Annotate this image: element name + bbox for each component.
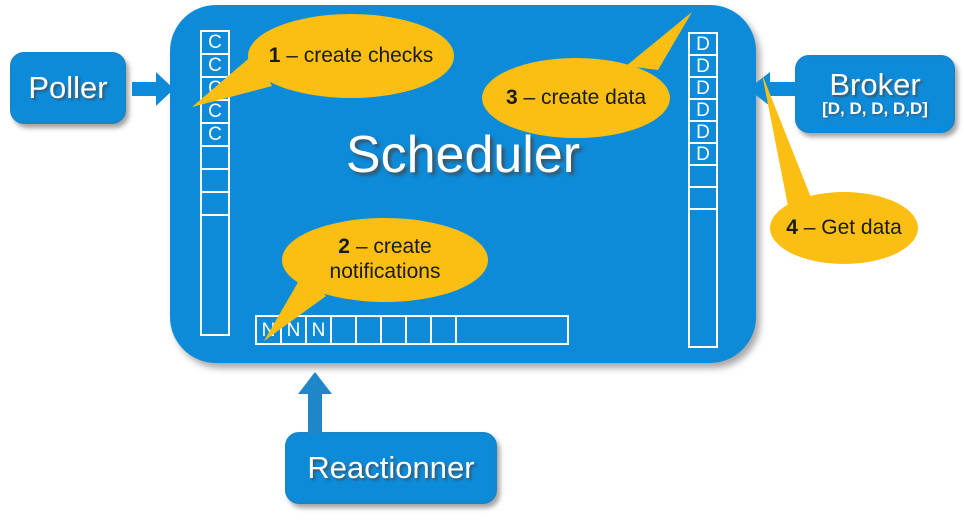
reactionner-node[interactable]: Reactionner <box>285 432 497 504</box>
callout-number-2: 2 <box>338 235 350 259</box>
notifications-queue-cell <box>405 315 432 345</box>
callout-text-2: – create notifications <box>329 235 441 283</box>
scheduler-title: Scheduler <box>345 126 581 184</box>
data-queue-cell: D <box>688 120 718 144</box>
notifications-queue: N N N <box>255 315 569 345</box>
callout-text-1: – create checks <box>280 43 434 67</box>
checks-queue-cell <box>200 145 230 170</box>
broker-node[interactable]: Broker [D, D, D, D,D] <box>795 55 955 133</box>
data-queue-cell: D <box>688 54 718 78</box>
callout-text-4: – Get data <box>797 215 902 239</box>
callout-bubble-4: 4 – Get data <box>762 74 918 264</box>
callout-number-1: 1 <box>268 43 281 67</box>
checks-queue-cell <box>200 214 230 336</box>
data-queue-cell: D <box>688 98 718 122</box>
checks-queue-cell <box>200 191 230 216</box>
notifications-queue-cell <box>430 315 457 345</box>
callout-number-4: 4 <box>786 215 798 239</box>
poller-label: Poller <box>28 69 108 105</box>
callout-bubble-2-body: 2 – create notifications <box>282 218 488 302</box>
callout-text-3: – create data <box>517 85 647 109</box>
data-queue-cell: D <box>688 142 718 166</box>
notifications-queue-cell <box>455 315 569 345</box>
callout-tail-3 <box>602 12 692 72</box>
callout-bubble-3: 3 – create data <box>482 12 692 138</box>
poller-node[interactable]: Poller <box>10 52 126 124</box>
checks-queue-cell <box>200 168 230 193</box>
callout-bubble-1: 1 – create checks <box>192 14 454 107</box>
notifications-queue-cell <box>380 315 407 345</box>
up-arrow-icon <box>298 372 332 434</box>
notifications-queue-cell <box>355 315 382 345</box>
callout-bubble-3-body: 3 – create data <box>482 58 670 138</box>
data-queue-cell <box>688 208 718 348</box>
data-queue: D D D D D D <box>688 32 718 348</box>
right-arrow-icon <box>132 72 174 106</box>
left-arrow-icon <box>748 72 796 106</box>
data-queue-cell: D <box>688 32 718 56</box>
data-queue-cell: D <box>688 76 718 100</box>
data-queue-cell <box>688 164 718 188</box>
callout-bubble-1-body: 1 – create checks <box>248 14 454 98</box>
broker-data-list: [D, D, D, D,D] <box>822 99 928 119</box>
reactionner-label: Reactionner <box>307 449 475 485</box>
callout-number-3: 3 <box>505 85 518 109</box>
callout-bubble-2: 2 – create notifications <box>264 218 488 341</box>
data-queue-cell <box>688 186 718 210</box>
checks-queue-cell: C <box>200 122 230 147</box>
broker-label: Broker <box>829 66 921 102</box>
callout-bubble-4-body: 4 – Get data <box>770 192 918 264</box>
callout-tail-4 <box>750 74 860 214</box>
